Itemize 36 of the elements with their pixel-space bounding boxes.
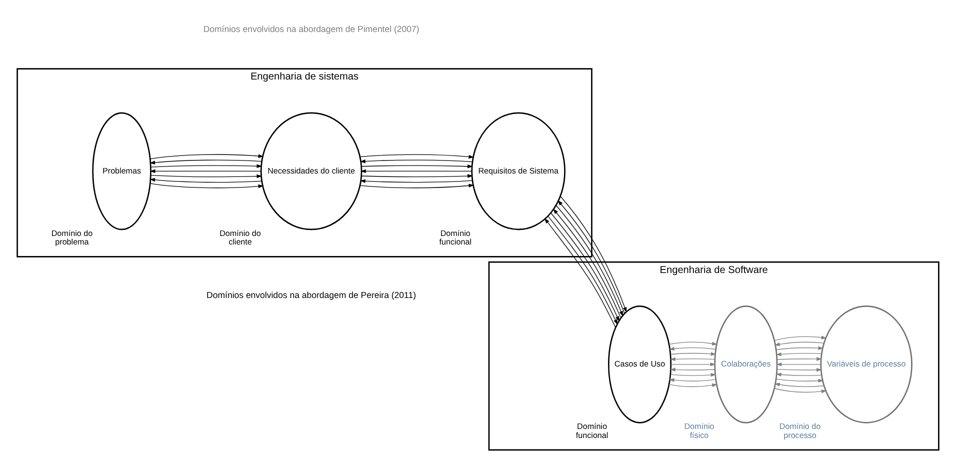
arrow: [359, 184, 474, 188]
arrow: [670, 357, 715, 362]
arrow: [774, 336, 826, 341]
label: Domínios envolvidos na abordagem de Pimentel (2007): [202, 24, 419, 34]
arrow: [150, 164, 262, 168]
arrow: [774, 388, 826, 394]
arrow: [360, 174, 472, 178]
arrow: [774, 342, 824, 346]
arrow: [360, 169, 472, 174]
arrow: [150, 174, 262, 178]
arrow: [776, 368, 822, 372]
arrow: [668, 346, 716, 351]
arrow: [668, 383, 717, 388]
arrow: [775, 352, 822, 356]
arrow: [670, 373, 716, 377]
arrow: [670, 362, 716, 366]
arrow: [668, 342, 717, 346]
arrow: [776, 362, 821, 366]
arrow: [359, 154, 474, 159]
arrow: [149, 154, 264, 160]
arrow: [668, 378, 716, 382]
arrow: [359, 179, 472, 183]
label: Domínios envolvidos na abordagem de Pereira (2011): [206, 290, 416, 300]
arrow: [775, 372, 822, 376]
arrow: [776, 346, 824, 350]
arrow: [149, 160, 262, 164]
arrow: [149, 183, 264, 188]
arrow: [670, 368, 715, 372]
arrow: [776, 357, 822, 361]
arrow: [360, 164, 472, 168]
arrow: [776, 378, 824, 383]
arrow: [149, 169, 261, 174]
arrow: [359, 159, 472, 164]
arrow: [670, 352, 716, 356]
arrow: [149, 178, 262, 183]
arrow: [774, 382, 824, 387]
